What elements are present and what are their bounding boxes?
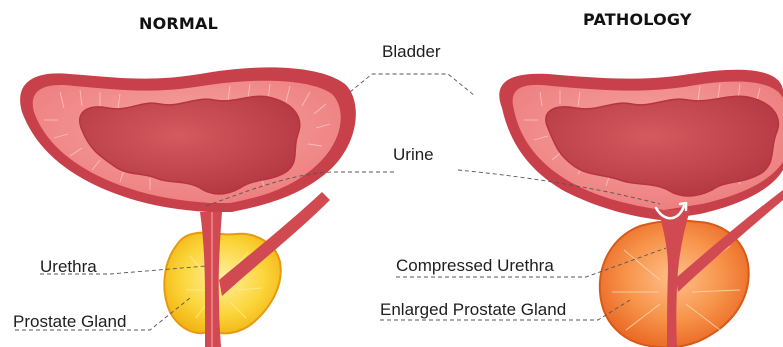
normal-anatomy <box>20 67 356 347</box>
label-enlarged-prostate-gland: Enlarged Prostate Gland <box>380 300 566 320</box>
heading-pathology: PATHOLOGY <box>583 10 692 29</box>
label-compressed-urethra: Compressed Urethra <box>396 256 554 276</box>
label-prostate-gland: Prostate Gland <box>13 312 126 332</box>
bladder-leader <box>350 74 475 96</box>
label-bladder: Bladder <box>382 42 441 62</box>
label-urine: Urine <box>393 145 434 165</box>
heading-normal: NORMAL <box>139 14 218 33</box>
label-urethra: Urethra <box>40 257 97 277</box>
